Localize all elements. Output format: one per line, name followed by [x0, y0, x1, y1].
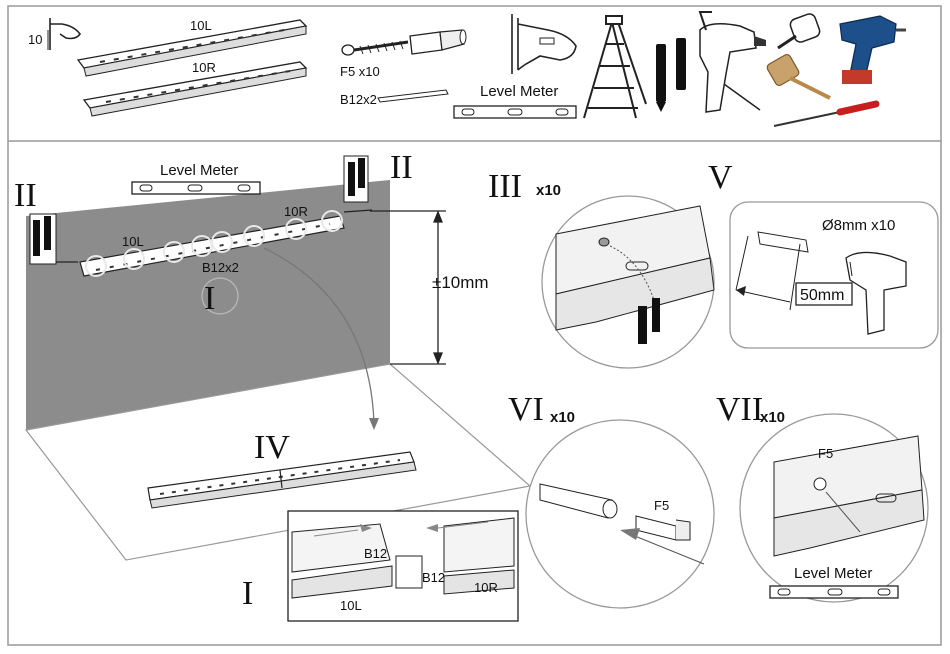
rod-label: B12x2 — [340, 92, 377, 107]
mallet-icon — [766, 53, 830, 98]
step-vi-circle — [526, 420, 714, 608]
large-bracket-icon — [512, 14, 576, 74]
rail-right-label: 10R — [192, 60, 216, 75]
bracket-height-label: 10 — [28, 32, 42, 47]
wall-level-meter-label: Level Meter — [160, 162, 238, 179]
screw-label: F5 x10 — [340, 64, 380, 79]
rail-left-label: 10L — [190, 18, 212, 33]
step-iii-roman: III — [488, 168, 522, 205]
wall-marker-left-icon — [30, 214, 56, 264]
step-v-drill-label: Ø8mm x10 — [822, 217, 895, 234]
step-v-depth-label: 50mm — [800, 287, 844, 304]
rod-icon — [378, 90, 448, 102]
detail-left-label: 10L — [340, 598, 362, 613]
tolerance-label: ±10mm — [432, 273, 489, 292]
screw-icon — [342, 41, 408, 55]
cordless-drill-icon — [840, 16, 906, 84]
step-vi-qty: x10 — [550, 409, 575, 426]
detail-right-label: 10R — [474, 580, 498, 595]
detail-b12-a-label: B12 — [364, 546, 387, 561]
step-vii-screw-label: F5 — [818, 446, 833, 461]
hammer-drill-icon — [700, 12, 766, 112]
marker-icon — [656, 38, 686, 112]
step-vii-qty: x10 — [760, 409, 785, 426]
step-ii-right-label: II — [390, 149, 413, 186]
step-i-label: I — [204, 280, 215, 317]
step-iv-label: IV — [254, 429, 290, 466]
tape-measure-icon — [778, 12, 821, 48]
wall-rod-label: B12x2 — [202, 260, 239, 275]
ladder-icon — [584, 16, 646, 118]
level-meter-icon — [454, 106, 576, 118]
detail-i-roman-label: I — [242, 575, 253, 612]
step-vii-roman: VII — [716, 391, 763, 428]
wall-rail-right-label: 10R — [284, 204, 308, 219]
step-v-roman: V — [708, 159, 733, 196]
step-vii-level-meter-label: Level Meter — [794, 565, 872, 582]
step-ii-left-label: II — [14, 177, 37, 214]
wall-level-meter-icon — [132, 182, 260, 194]
level-meter-label: Level Meter — [480, 83, 558, 100]
wall-rail-left-label: 10L — [122, 234, 144, 249]
step-vii-level-meter-icon — [770, 586, 898, 598]
screwdriver-icon — [774, 104, 876, 126]
anchor-icon — [410, 30, 466, 54]
step-vi-roman: VI — [508, 391, 544, 428]
detail-b12-b-label: B12 — [422, 570, 445, 585]
wall-marker-right-icon — [344, 156, 368, 202]
bracket-icon — [48, 18, 80, 50]
step-vi-screw-label: F5 — [654, 498, 669, 513]
step-iii-qty: x10 — [536, 182, 561, 199]
